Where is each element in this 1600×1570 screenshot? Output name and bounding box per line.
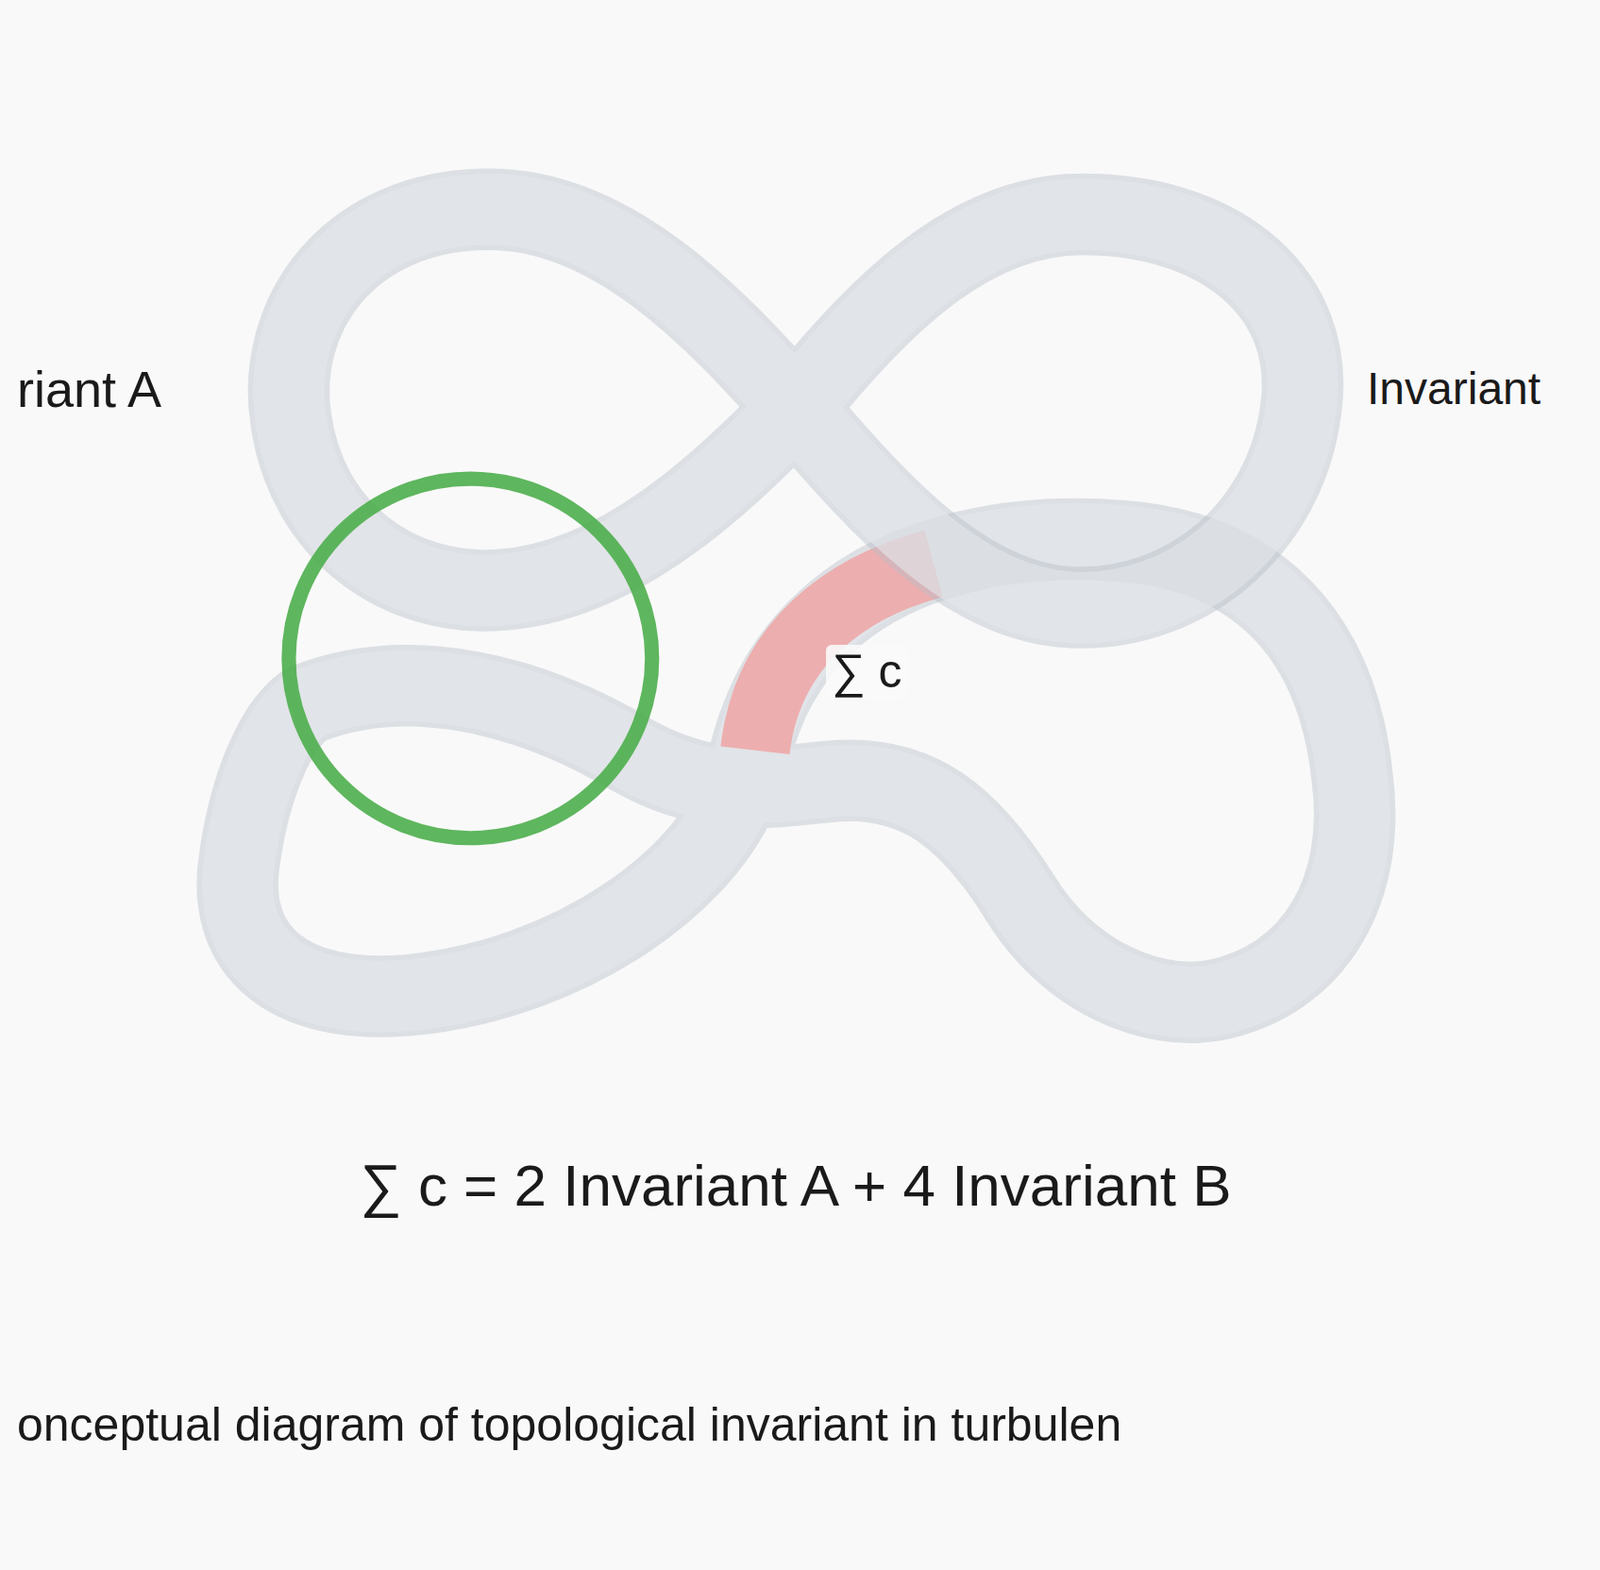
tube-outline [288, 209, 1303, 608]
highlight-segment [755, 563, 934, 751]
caption: onceptual diagram of topological invaria… [16, 1397, 1122, 1453]
green-loop [288, 478, 653, 839]
invariant-label: riant A [16, 359, 162, 419]
tube-body [288, 209, 1303, 608]
sum-label: ∑ c [825, 644, 909, 700]
equation: ∑ c = 2 Invariant A + 4 Invariant B [359, 1151, 1231, 1219]
invariant-label: Invariant [1366, 362, 1541, 415]
